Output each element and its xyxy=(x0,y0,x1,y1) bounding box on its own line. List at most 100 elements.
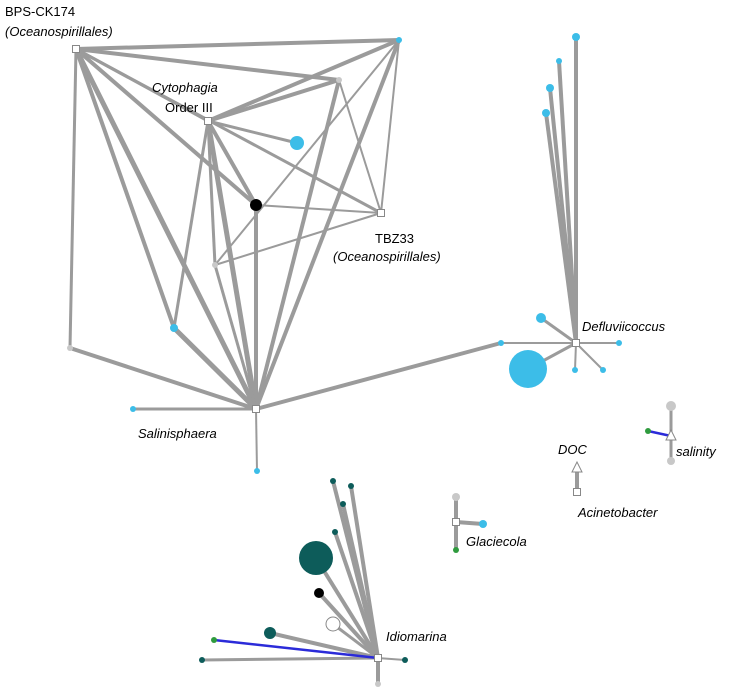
edge xyxy=(75,38,400,51)
network-node[interactable] xyxy=(546,84,554,92)
network-node[interactable] xyxy=(348,483,354,489)
edge xyxy=(214,39,400,266)
label-tbz33: TBZ33 xyxy=(375,231,414,246)
edge xyxy=(75,47,340,82)
large-node[interactable] xyxy=(299,541,333,575)
label-salinity: salinity xyxy=(676,444,717,459)
network-node[interactable] xyxy=(199,657,205,663)
edge xyxy=(455,520,484,526)
edge xyxy=(255,341,502,411)
edge xyxy=(207,78,340,123)
network-node[interactable] xyxy=(250,199,262,211)
network-node[interactable] xyxy=(330,478,336,484)
network-node[interactable] xyxy=(332,529,338,535)
edge xyxy=(544,112,578,344)
network-node[interactable] xyxy=(402,657,408,663)
network-node[interactable] xyxy=(666,401,676,411)
node-acinetobacter[interactable] xyxy=(573,488,581,496)
network-node[interactable] xyxy=(542,109,550,117)
network-node[interactable] xyxy=(572,33,580,41)
node-salinisphaera[interactable] xyxy=(252,405,260,413)
network-node[interactable] xyxy=(336,77,342,83)
edge xyxy=(332,622,379,660)
edge xyxy=(540,316,577,345)
network-node[interactable] xyxy=(667,457,675,465)
network-node[interactable] xyxy=(616,340,622,346)
network-node[interactable] xyxy=(556,58,562,64)
edge xyxy=(255,408,258,472)
network-node[interactable] xyxy=(645,428,651,434)
label-acinetobacter: Acinetobacter xyxy=(577,505,658,520)
network-node[interactable] xyxy=(396,37,402,43)
edge xyxy=(69,346,257,411)
edge xyxy=(206,120,217,266)
network-node[interactable] xyxy=(212,262,218,268)
network-node[interactable] xyxy=(211,637,217,643)
nodes-layer xyxy=(67,33,677,687)
network-node[interactable] xyxy=(314,588,324,598)
edge xyxy=(575,342,604,371)
network-node[interactable] xyxy=(340,501,346,507)
network-node[interactable] xyxy=(479,520,487,528)
label-bps-ck174: BPS-CK174 xyxy=(5,4,75,19)
edge xyxy=(207,38,400,123)
label-salinisphaera: Salinisphaera xyxy=(138,426,217,441)
network-node[interactable] xyxy=(498,340,504,346)
edge xyxy=(207,119,298,145)
edge xyxy=(213,264,258,410)
edge xyxy=(255,204,382,214)
large-node[interactable] xyxy=(509,350,547,388)
node-glaciecola[interactable] xyxy=(452,518,460,526)
network-node[interactable] xyxy=(264,627,276,639)
network-node[interactable] xyxy=(452,493,460,501)
negative-edge xyxy=(647,429,672,438)
edge xyxy=(201,656,379,662)
node-defluviicoccus[interactable] xyxy=(572,339,580,347)
edge xyxy=(205,120,259,410)
network-node[interactable] xyxy=(600,367,606,373)
edge xyxy=(574,342,577,371)
label-glaciecola: Glaciecola xyxy=(466,534,527,549)
network-node[interactable] xyxy=(536,313,546,323)
node-idiomarina[interactable] xyxy=(374,654,382,662)
edge xyxy=(338,79,382,214)
node-tbz33[interactable] xyxy=(377,209,385,217)
edge xyxy=(380,39,400,214)
label-cytophagia: Cytophagia xyxy=(152,80,218,95)
network-node[interactable] xyxy=(453,547,459,553)
edge xyxy=(214,212,382,266)
network-node[interactable] xyxy=(572,367,578,373)
negative-edge xyxy=(213,638,379,660)
label-idiomarina: Idiomarina xyxy=(386,629,447,644)
node-salinity[interactable] xyxy=(665,428,677,441)
network-node[interactable] xyxy=(325,616,341,632)
label-doc: DOC xyxy=(558,442,588,457)
label-bps-order: (Oceanospirillales) xyxy=(5,24,113,39)
network-node[interactable] xyxy=(290,136,304,150)
edge xyxy=(341,503,380,659)
network-node[interactable] xyxy=(130,406,136,412)
edge xyxy=(74,47,258,207)
edge xyxy=(254,79,341,410)
label-defluviicoccus: Defluviicoccus xyxy=(582,319,666,334)
edge xyxy=(317,591,380,660)
edge xyxy=(172,120,210,329)
network-node[interactable] xyxy=(170,324,178,332)
node-bps-ck174[interactable] xyxy=(72,45,80,53)
edge xyxy=(172,326,258,411)
network-node[interactable] xyxy=(67,345,73,351)
label-cytophagia-order: Order III xyxy=(165,100,213,115)
edge xyxy=(269,631,379,660)
edge xyxy=(333,531,380,659)
edge xyxy=(254,39,401,410)
edge xyxy=(314,556,380,660)
node-doc[interactable] xyxy=(571,460,583,473)
network-node[interactable] xyxy=(375,681,381,687)
network-node[interactable] xyxy=(254,468,260,474)
edge xyxy=(206,120,258,206)
edges-layer xyxy=(68,37,673,684)
edge xyxy=(75,47,382,215)
edge xyxy=(377,657,406,661)
node-cytophagia[interactable] xyxy=(204,117,212,125)
